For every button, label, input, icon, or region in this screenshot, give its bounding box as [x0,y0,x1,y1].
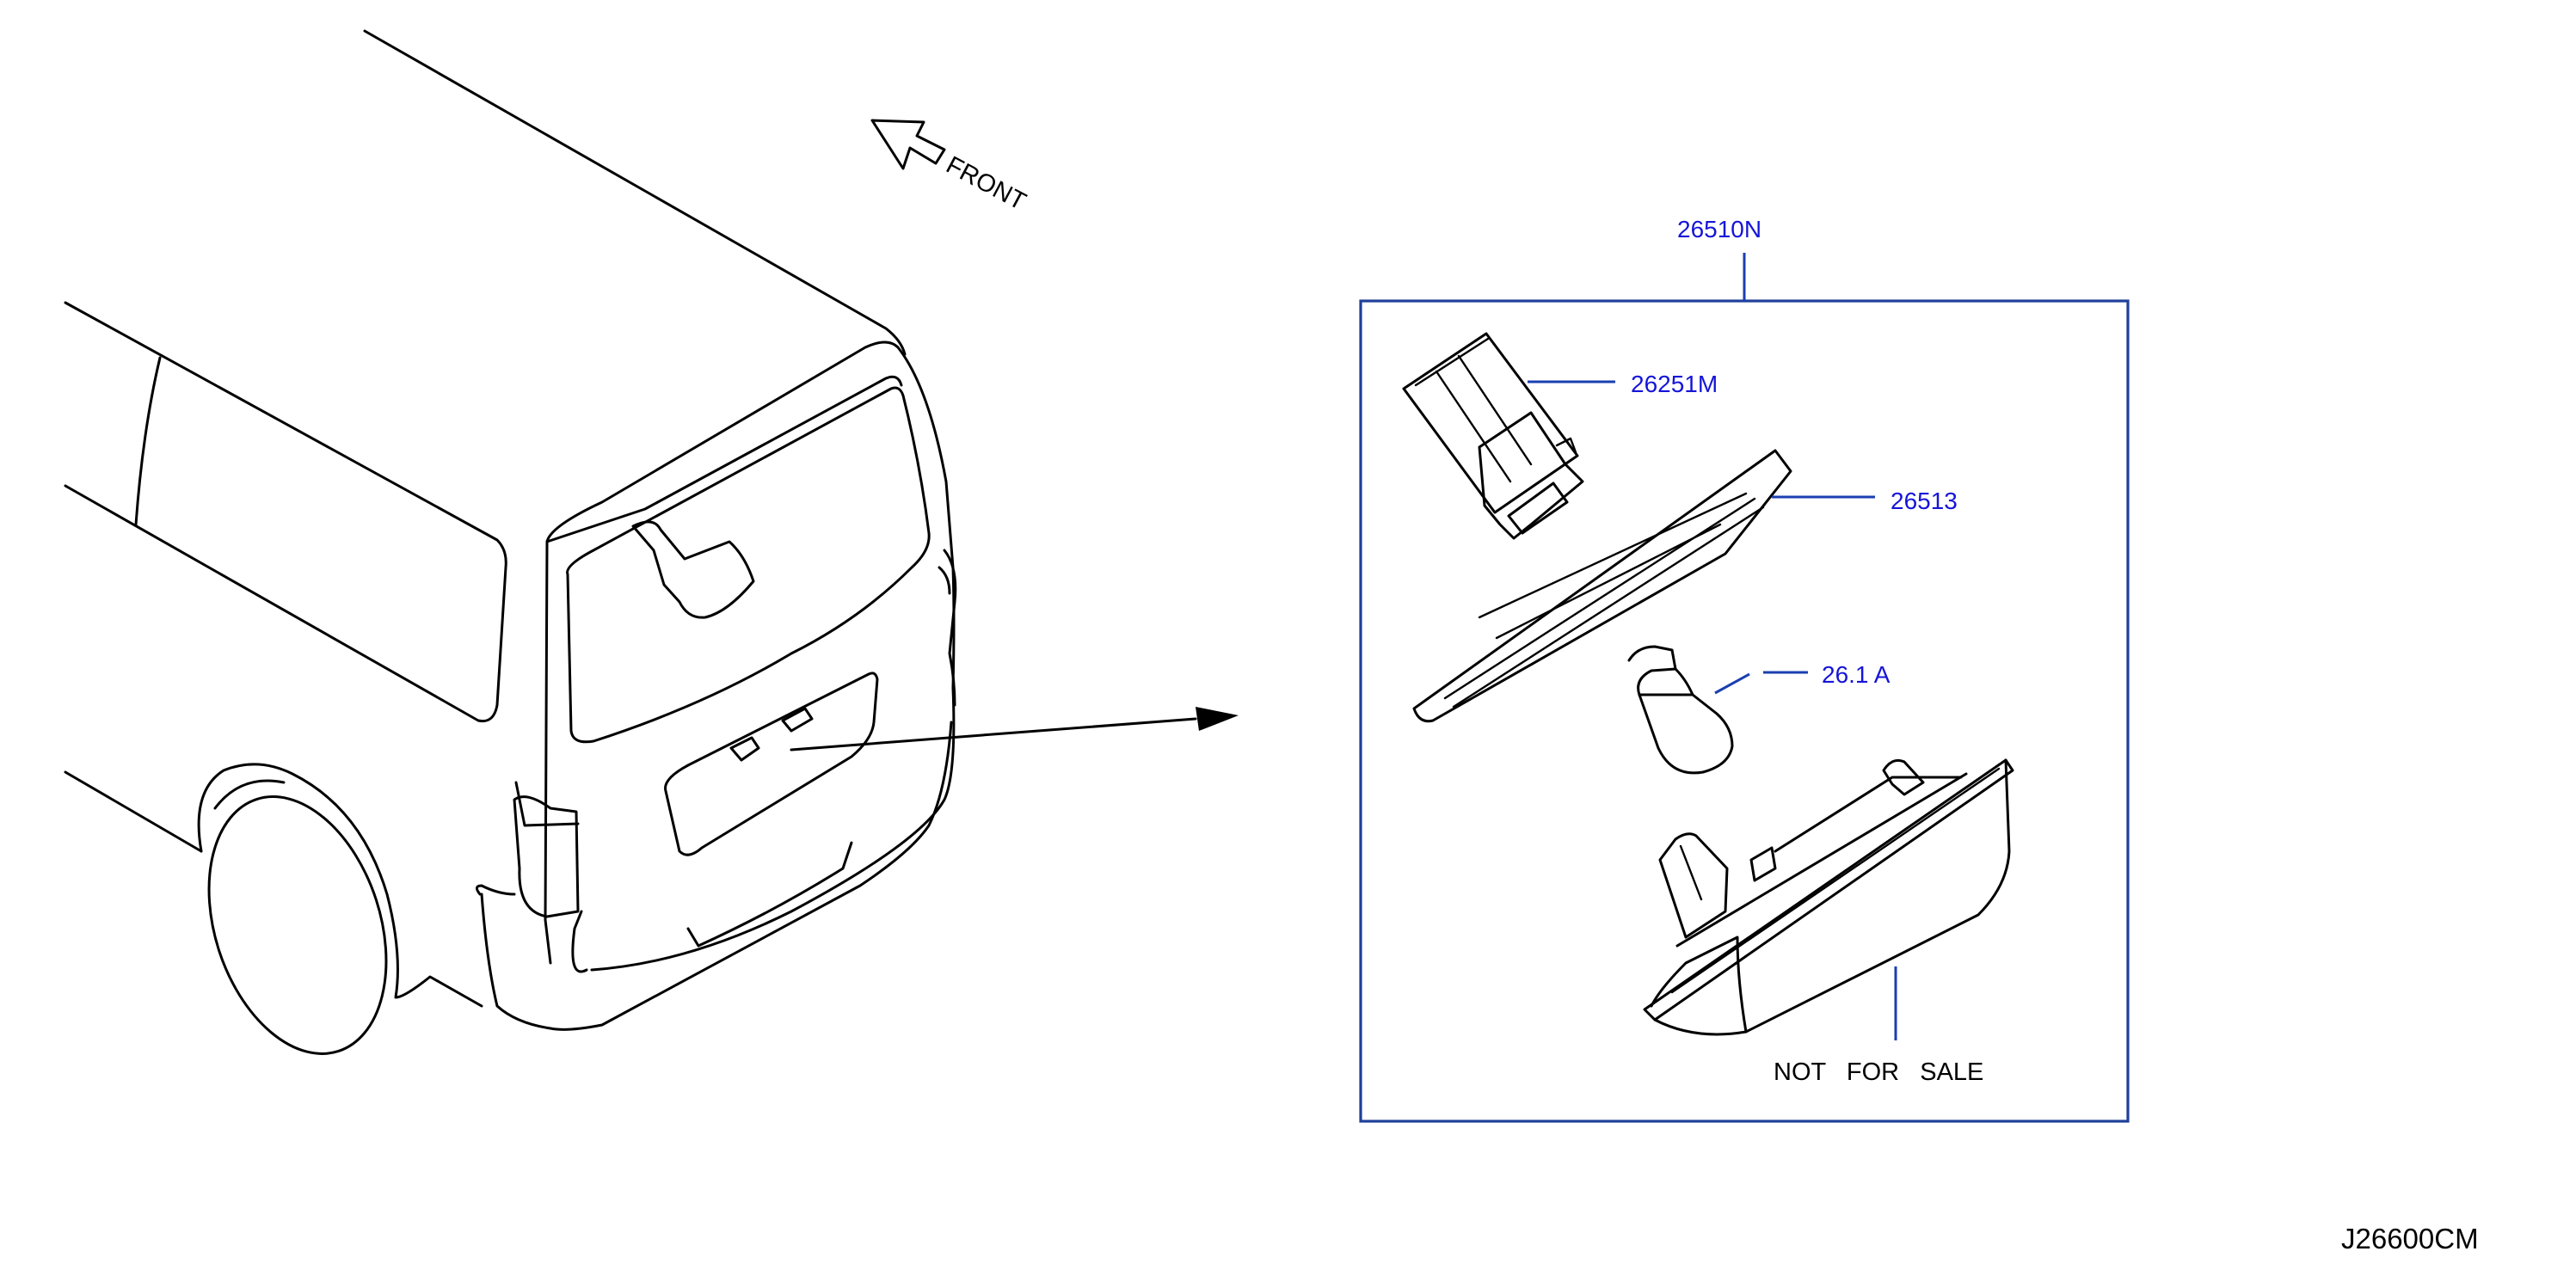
bulb-socket-part [1402,332,1584,540]
callout-part-number[interactable]: 26251M [1631,371,1718,397]
front-direction-indicator: FRONT [870,119,1030,216]
bulb-part [1627,645,1734,775]
van-rear-illustration [64,29,957,1055]
lamp-body-part [1643,758,2014,1036]
assembly-frame: 26510N [1359,216,2130,1123]
lamp-body-note: NOT FOR SALE [1774,1058,1983,1086]
callout-part-number[interactable]: 26.1 A [1822,661,1891,688]
lamp-lens-part [1412,449,1792,723]
assembly-part-number[interactable]: 26510N [1677,216,1761,242]
outline-arrow-icon [870,119,946,170]
diagram-code: J26600CM [2341,1223,2479,1255]
callout-part-number[interactable]: 26513 [1891,488,1958,514]
front-label: FRONT [942,151,1030,216]
pointer-arrow [790,707,1239,751]
